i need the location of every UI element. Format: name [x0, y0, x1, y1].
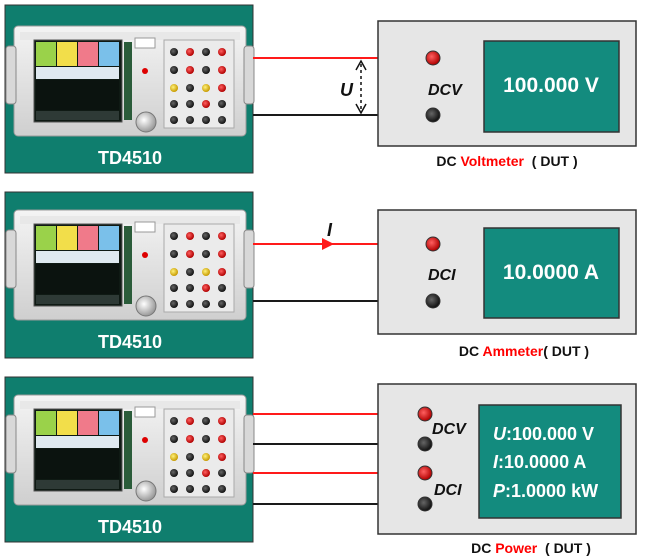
terminal-label-dci: DCI	[428, 267, 456, 284]
display-reading: 100.000 V	[503, 74, 599, 97]
caption: DC Voltmeter ( DUT )	[436, 153, 577, 169]
display-line-voltage: U:100.000 V	[493, 424, 594, 444]
td4510-instrument	[5, 394, 255, 506]
caption: DC Ammeter( DUT )	[459, 343, 589, 359]
black-terminal	[425, 107, 441, 123]
display-line-current: I:10.0000 A	[493, 452, 586, 472]
terminal-label-dcv: DCV	[428, 82, 463, 99]
terminal-label-dci: DCI	[434, 482, 462, 499]
td4510-instrument	[5, 25, 255, 137]
section-ammeter: TD4510 I DCI 10.0000 A DC Ammeter( DUT )	[4, 191, 637, 359]
display-line-power: P:1.0000 kW	[493, 481, 598, 501]
black-terminal	[417, 496, 433, 512]
source-label: TD4510	[98, 517, 162, 537]
arrow-down-icon	[355, 103, 367, 115]
black-terminal	[425, 293, 441, 309]
red-terminal	[417, 465, 433, 481]
display-reading: 10.0000 A	[503, 261, 599, 284]
arrow-up-icon	[355, 59, 367, 71]
section-power: TD4510 DCV DCI U:100.000 V I:10.0000 A P…	[4, 376, 637, 556]
terminal-label-dcv: DCV	[432, 421, 467, 438]
source-label: TD4510	[98, 332, 162, 352]
section-voltmeter: TD4510 U DCV 100.000 V DC Voltmeter ( DU…	[4, 4, 637, 174]
signal-label: I	[327, 220, 333, 240]
current-arrow-icon	[322, 238, 334, 250]
caption: DC Power ( DUT )	[471, 540, 591, 556]
td4510-instrument	[5, 209, 255, 321]
red-terminal	[425, 236, 441, 252]
red-terminal	[417, 406, 433, 422]
meter-display	[478, 404, 622, 519]
source-label: TD4510	[98, 148, 162, 168]
meter-display	[483, 227, 620, 319]
signal-label: U	[340, 80, 354, 100]
red-terminal	[425, 50, 441, 66]
black-terminal	[417, 436, 433, 452]
meter-display	[483, 40, 620, 133]
